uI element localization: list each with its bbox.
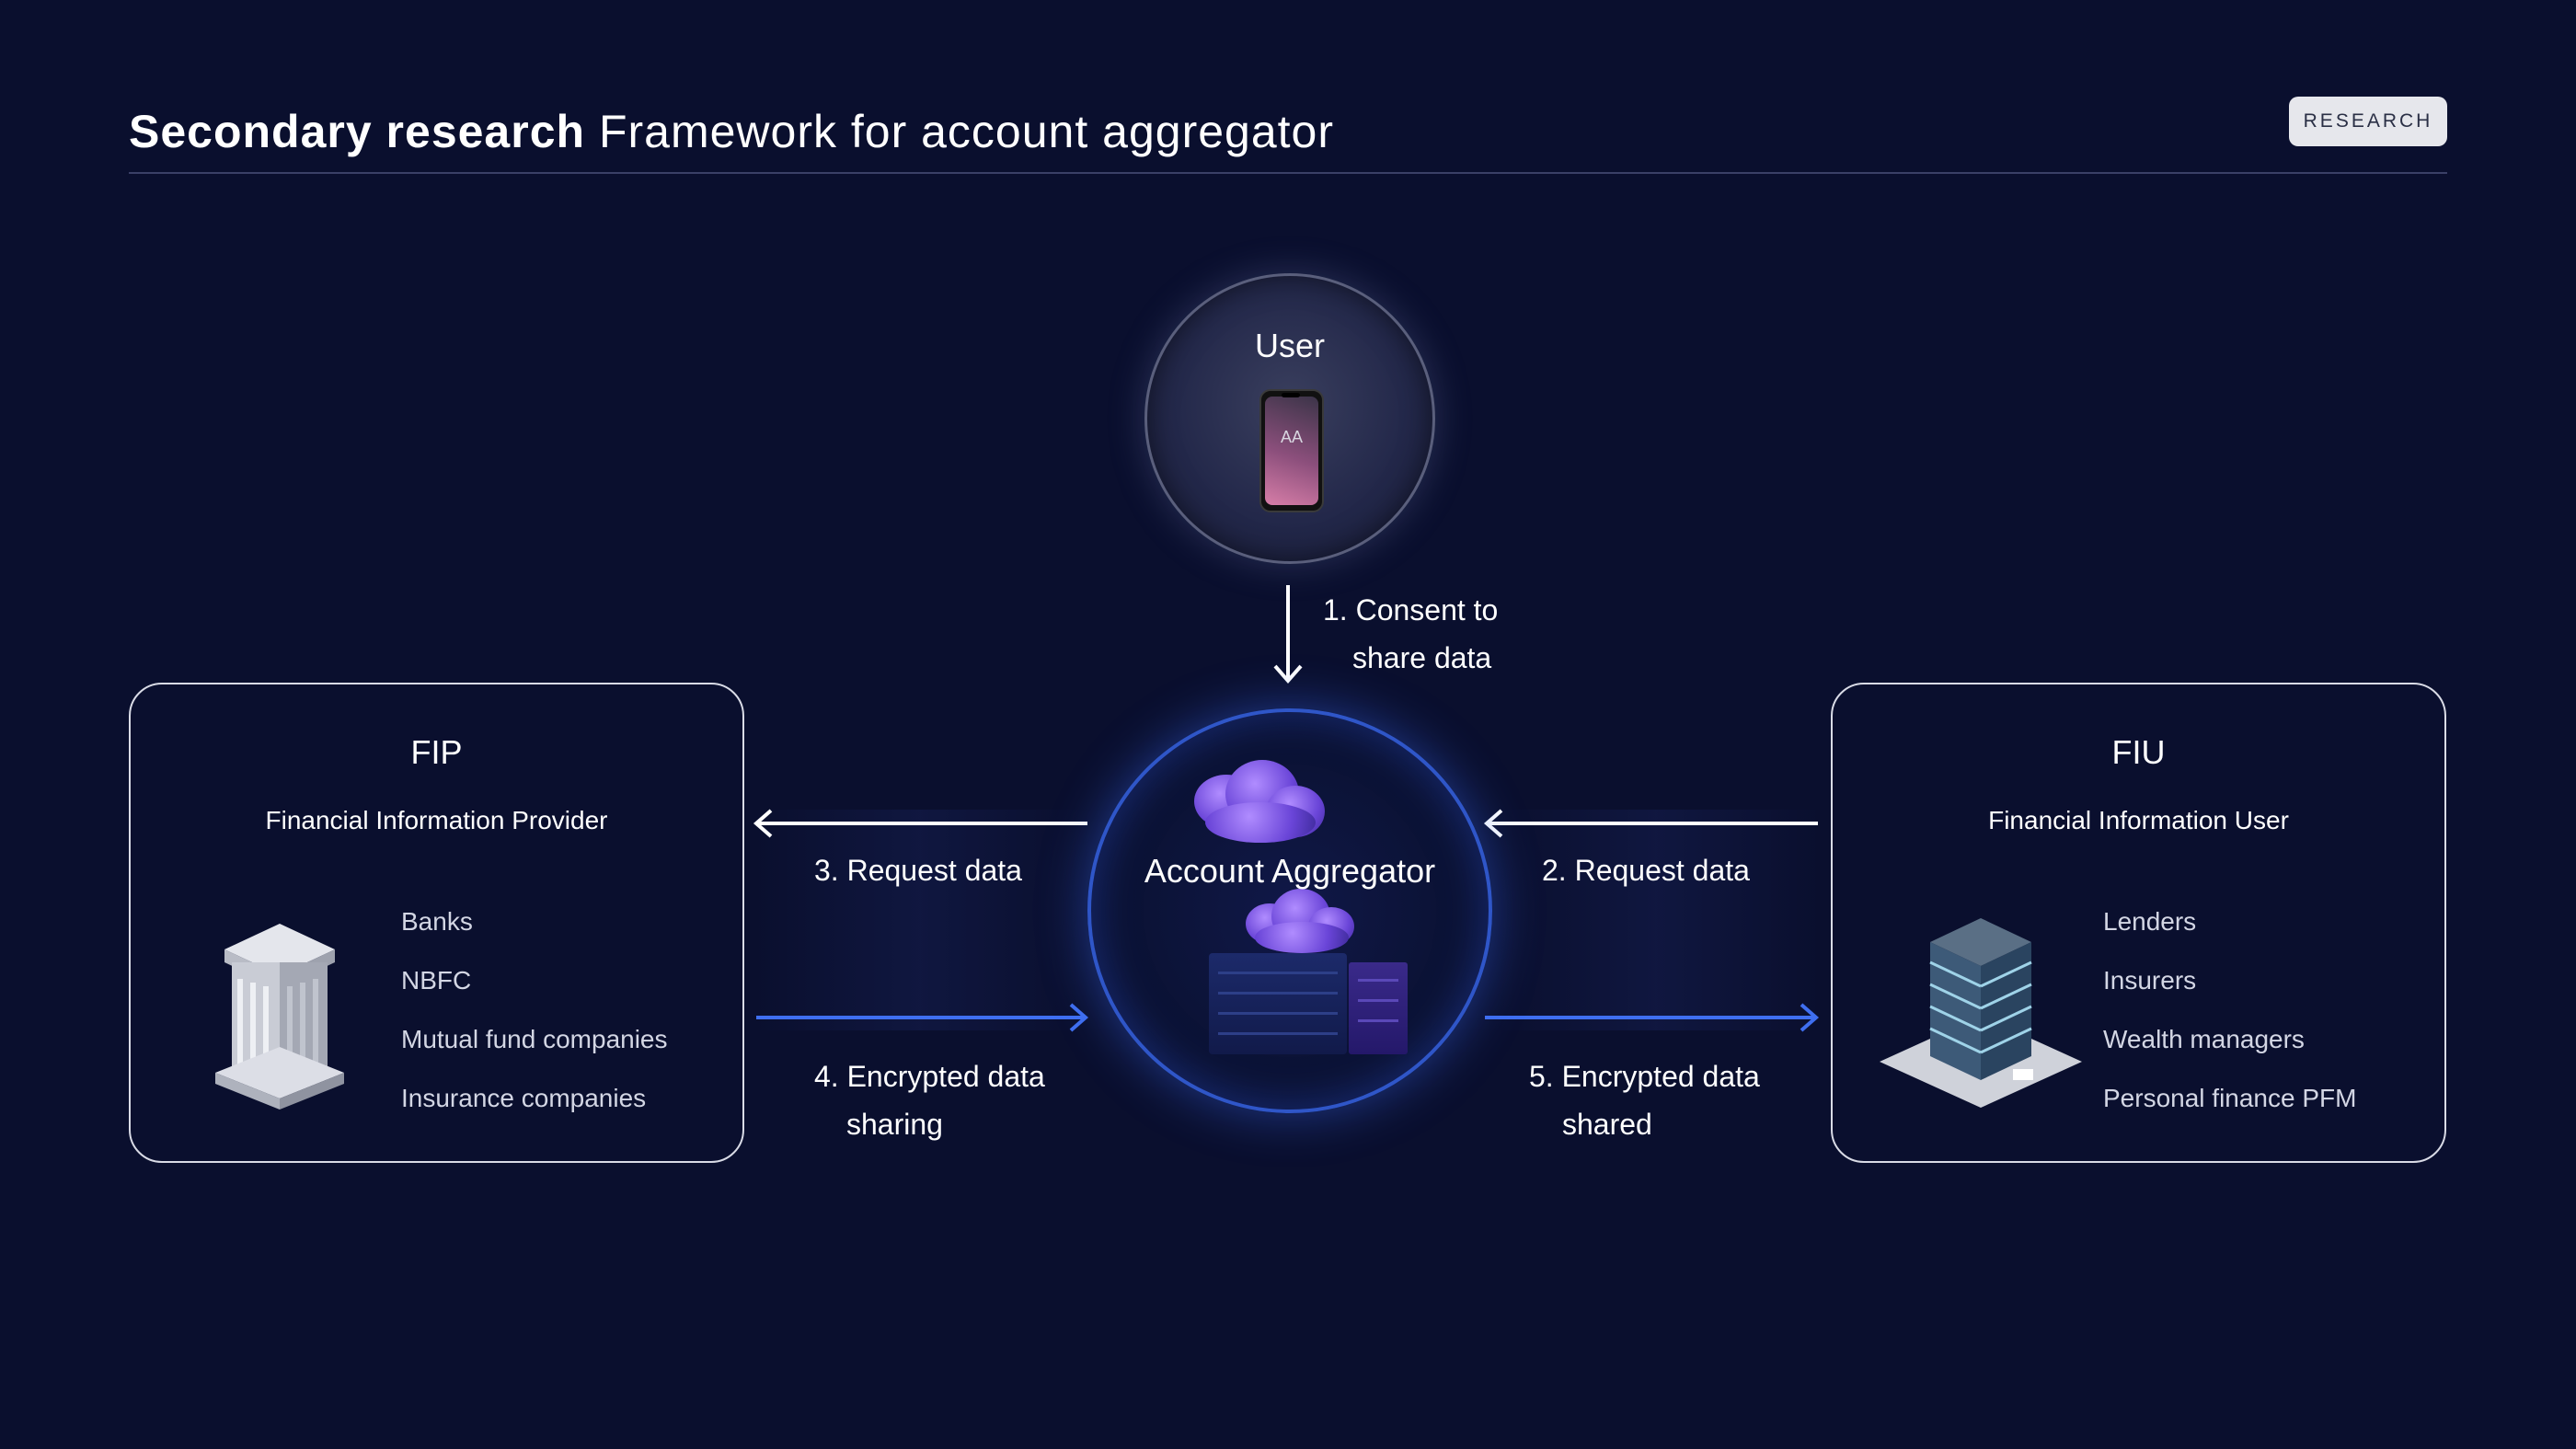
list-item: Lenders [2103, 907, 2197, 936]
arrow-consent [1273, 585, 1303, 684]
right-glow [1490, 810, 1822, 1030]
header: Secondary research Framework for account… [129, 97, 2447, 175]
fip-subtitle: Financial Information Provider [265, 806, 608, 834]
office-building-icon [1880, 918, 2082, 1108]
list-item: Banks [401, 907, 473, 936]
step-3-label: 3. Request data [814, 846, 1022, 894]
server-icon [1209, 953, 1347, 1054]
title-bold: Secondary research [129, 106, 586, 157]
step-2-number: 2. [1542, 854, 1567, 887]
aggregator-label: Account Aggregator [1144, 852, 1436, 890]
step-1-label: 1. Consent to share data [1323, 586, 1498, 682]
user-node: User AA [1144, 273, 1435, 564]
step-1-line1: Consent to [1355, 593, 1499, 627]
arrow-request-to-fip [753, 809, 1087, 838]
step-4-line1: Encrypted data [846, 1060, 1045, 1093]
fiu-title: FIU [2111, 733, 2166, 771]
step-4-label: 4. Encrypted data sharing [814, 1052, 1045, 1148]
list-item: Wealth managers [2103, 1025, 2305, 1053]
phone-app-text: AA [1280, 428, 1303, 446]
step-5-number: 5. [1529, 1060, 1554, 1093]
step-1-number: 1. [1323, 593, 1348, 627]
list-item: Insurers [2103, 966, 2197, 995]
step-5-line2: shared [1562, 1108, 1652, 1141]
research-badge: RESEARCH [2289, 97, 2447, 146]
account-aggregator-node: Account Aggregator [1087, 708, 1492, 1113]
list-item: Personal finance PFM [2103, 1084, 2357, 1112]
fip-box: FIP Financial Information Provider Banks… [129, 683, 744, 1163]
left-glow [754, 810, 1086, 1030]
step-4-number: 4. [814, 1060, 839, 1093]
step-4-line2: sharing [846, 1108, 943, 1141]
step-2-label: 2. Request data [1542, 846, 1750, 894]
fiu-box: FIU Financial Information User Lenders I… [1831, 683, 2446, 1163]
step-3-text: Request data [846, 854, 1022, 887]
database-icon [1349, 962, 1408, 1054]
header-divider [129, 172, 2447, 174]
step-3-number: 3. [814, 854, 839, 887]
arrow-encrypted-to-aa [756, 1003, 1089, 1032]
list-item: Mutual fund companies [401, 1025, 668, 1053]
fip-title: FIP [410, 733, 463, 771]
step-2-text: Request data [1574, 854, 1750, 887]
fip-list: Banks NBFC Mutual fund companies Insuran… [401, 903, 668, 1139]
step-5-line1: Encrypted data [1561, 1060, 1760, 1093]
fiu-subtitle: Financial Information User [1988, 806, 2289, 834]
bank-building-icon [215, 924, 344, 1110]
list-item: NBFC [401, 966, 472, 995]
list-item: Insurance companies [401, 1084, 647, 1112]
arrow-encrypted-to-fiu [1485, 1003, 1820, 1032]
step-5-label: 5. Encrypted data shared [1529, 1052, 1760, 1148]
title-rest: Framework for account aggregator [598, 106, 1334, 157]
arrow-request-to-aa [1483, 809, 1818, 838]
step-1-line2: share data [1352, 641, 1492, 674]
user-label: User [1254, 327, 1325, 364]
page-title: Secondary research Framework for account… [129, 99, 1334, 164]
fiu-list: Lenders Insurers Wealth managers Persona… [2103, 903, 2356, 1139]
phone-icon: AA [1259, 389, 1324, 512]
